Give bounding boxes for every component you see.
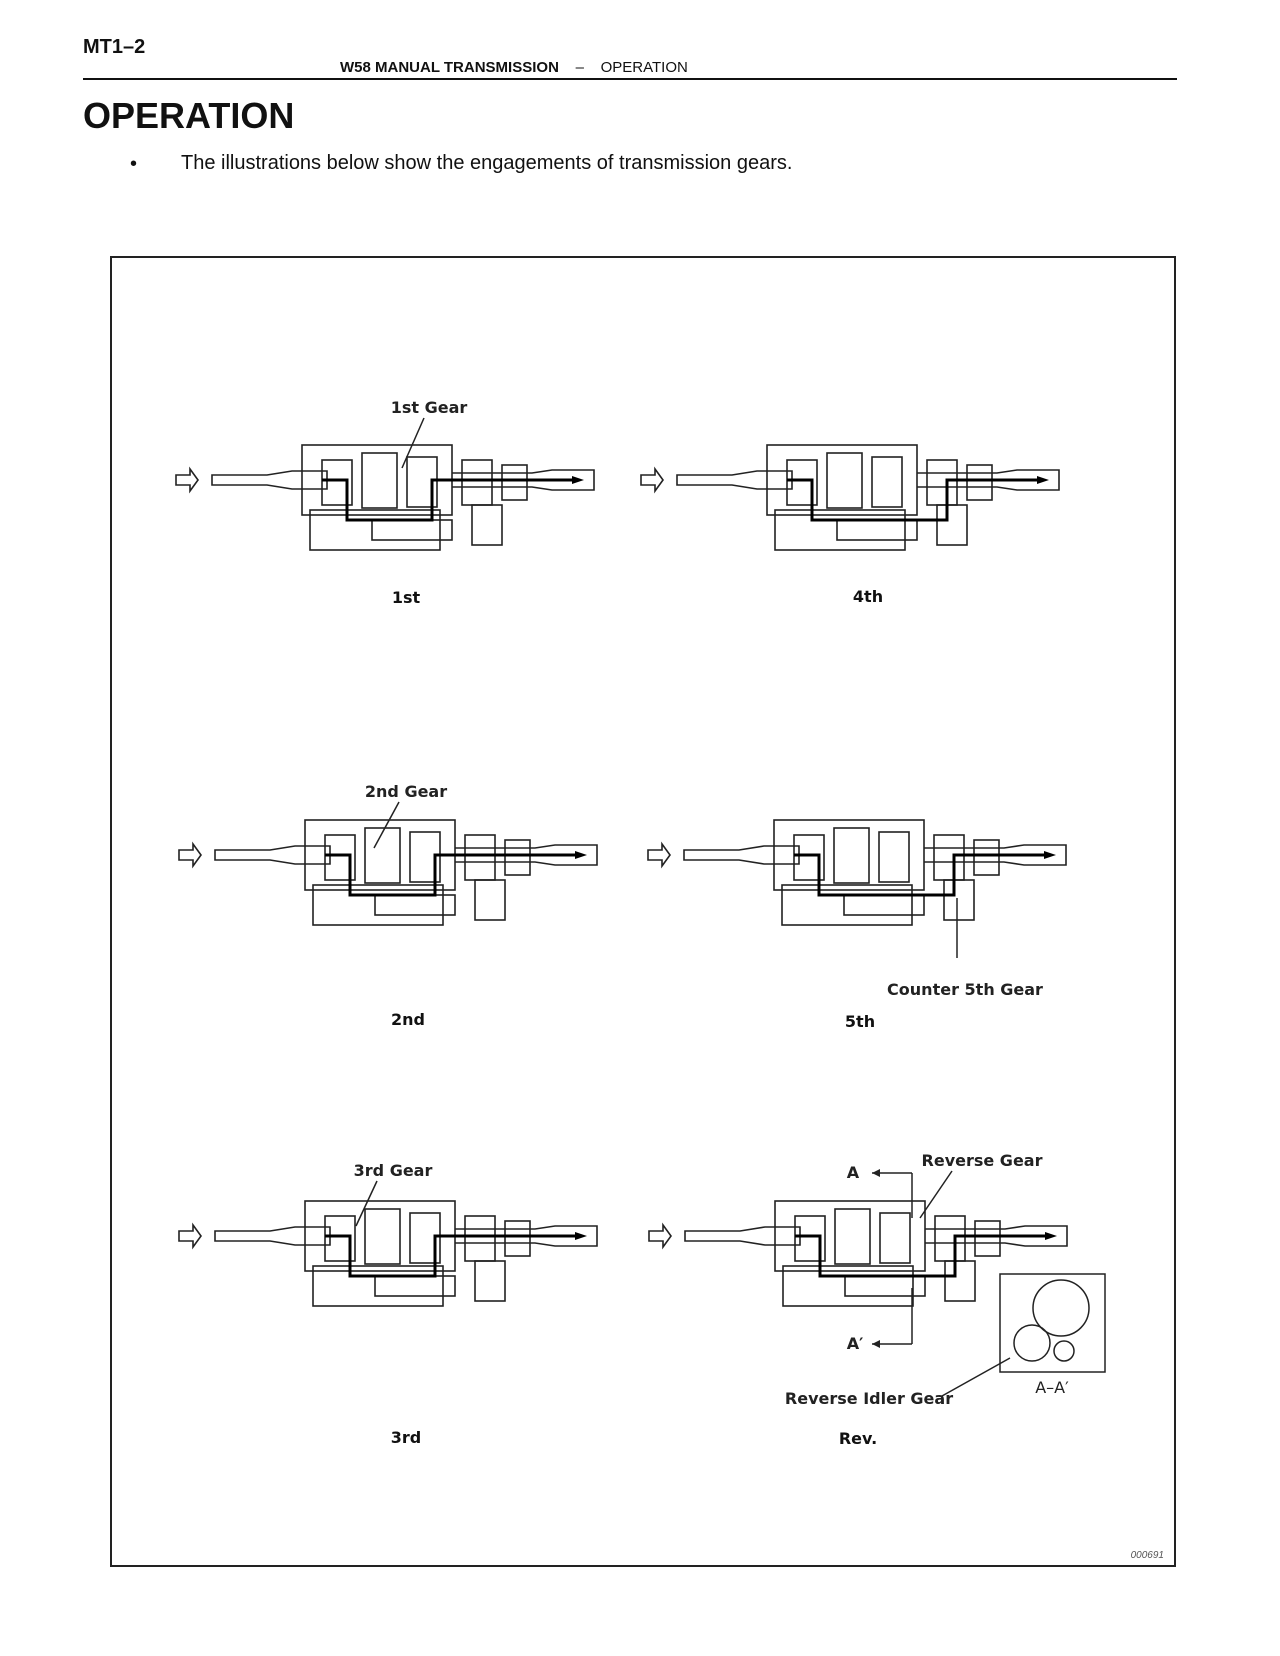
callout-3rd-gear: 3rd Gear: [353, 1161, 433, 1180]
output-arrow-icon: [1044, 851, 1056, 859]
caption-2nd: 2nd: [391, 1010, 425, 1029]
transmission-diagram-5th: [647, 819, 1067, 926]
transmission-diagram-3rd: [178, 1200, 598, 1307]
section-mark-a-prime: A′: [846, 1334, 864, 1353]
callout-1st-gear: 1st Gear: [390, 398, 468, 417]
section-title: W58 MANUAL TRANSMISSION: [340, 59, 559, 76]
transmission-diagram-2nd: [178, 819, 598, 926]
transmission-diagram-rev: [648, 1200, 1068, 1307]
callout-reverse-idler-gear: Reverse Idler Gear: [784, 1389, 954, 1408]
callout-counter-5th-gear: Counter 5th Gear: [887, 980, 1043, 999]
input-arrow-icon: [178, 841, 202, 869]
output-arrow-icon: [575, 851, 587, 859]
transmission-diagram-4th: [640, 444, 1060, 551]
caption-5th: 5th: [844, 1012, 876, 1031]
transmission-diagram-1st: [175, 444, 595, 551]
callout-2nd-gear: 2nd Gear: [364, 782, 448, 801]
gear-engagement-figure: 1st Gear 1st 4th 2nd Gear 2nd Counter 5t…: [110, 256, 1176, 1567]
header-rule: [83, 78, 1177, 80]
running-header: W58 MANUAL TRANSMISSION – OPERATION: [340, 59, 688, 76]
input-arrow-icon: [175, 466, 199, 494]
caption-4th: 4th: [852, 587, 884, 606]
output-arrow-icon: [1045, 1232, 1057, 1240]
section-label-a-a-prime: A–A′: [1035, 1378, 1069, 1397]
input-arrow-icon: [648, 1222, 672, 1250]
intro-text: The illustrations below show the engagem…: [181, 152, 793, 174]
subsection-title: OPERATION: [600, 59, 688, 76]
output-arrow-icon: [575, 1232, 587, 1240]
caption-3rd: 3rd: [390, 1428, 422, 1447]
section-mark-a: A: [846, 1163, 860, 1182]
figure-code: 000691: [1130, 1550, 1164, 1561]
caption-1st: 1st: [391, 588, 421, 607]
page-title: OPERATION: [83, 95, 295, 136]
callout-reverse-gear: Reverse Gear: [921, 1151, 1043, 1170]
page-number: MT1–2: [83, 36, 146, 58]
bullet-icon: •: [130, 153, 138, 175]
input-arrow-icon: [647, 841, 671, 869]
input-arrow-icon: [178, 1222, 202, 1250]
output-arrow-icon: [1037, 476, 1049, 484]
input-arrow-icon: [640, 466, 664, 494]
caption-rev: Rev.: [838, 1429, 878, 1448]
output-arrow-icon: [572, 476, 584, 484]
header-separator: –: [575, 59, 584, 76]
